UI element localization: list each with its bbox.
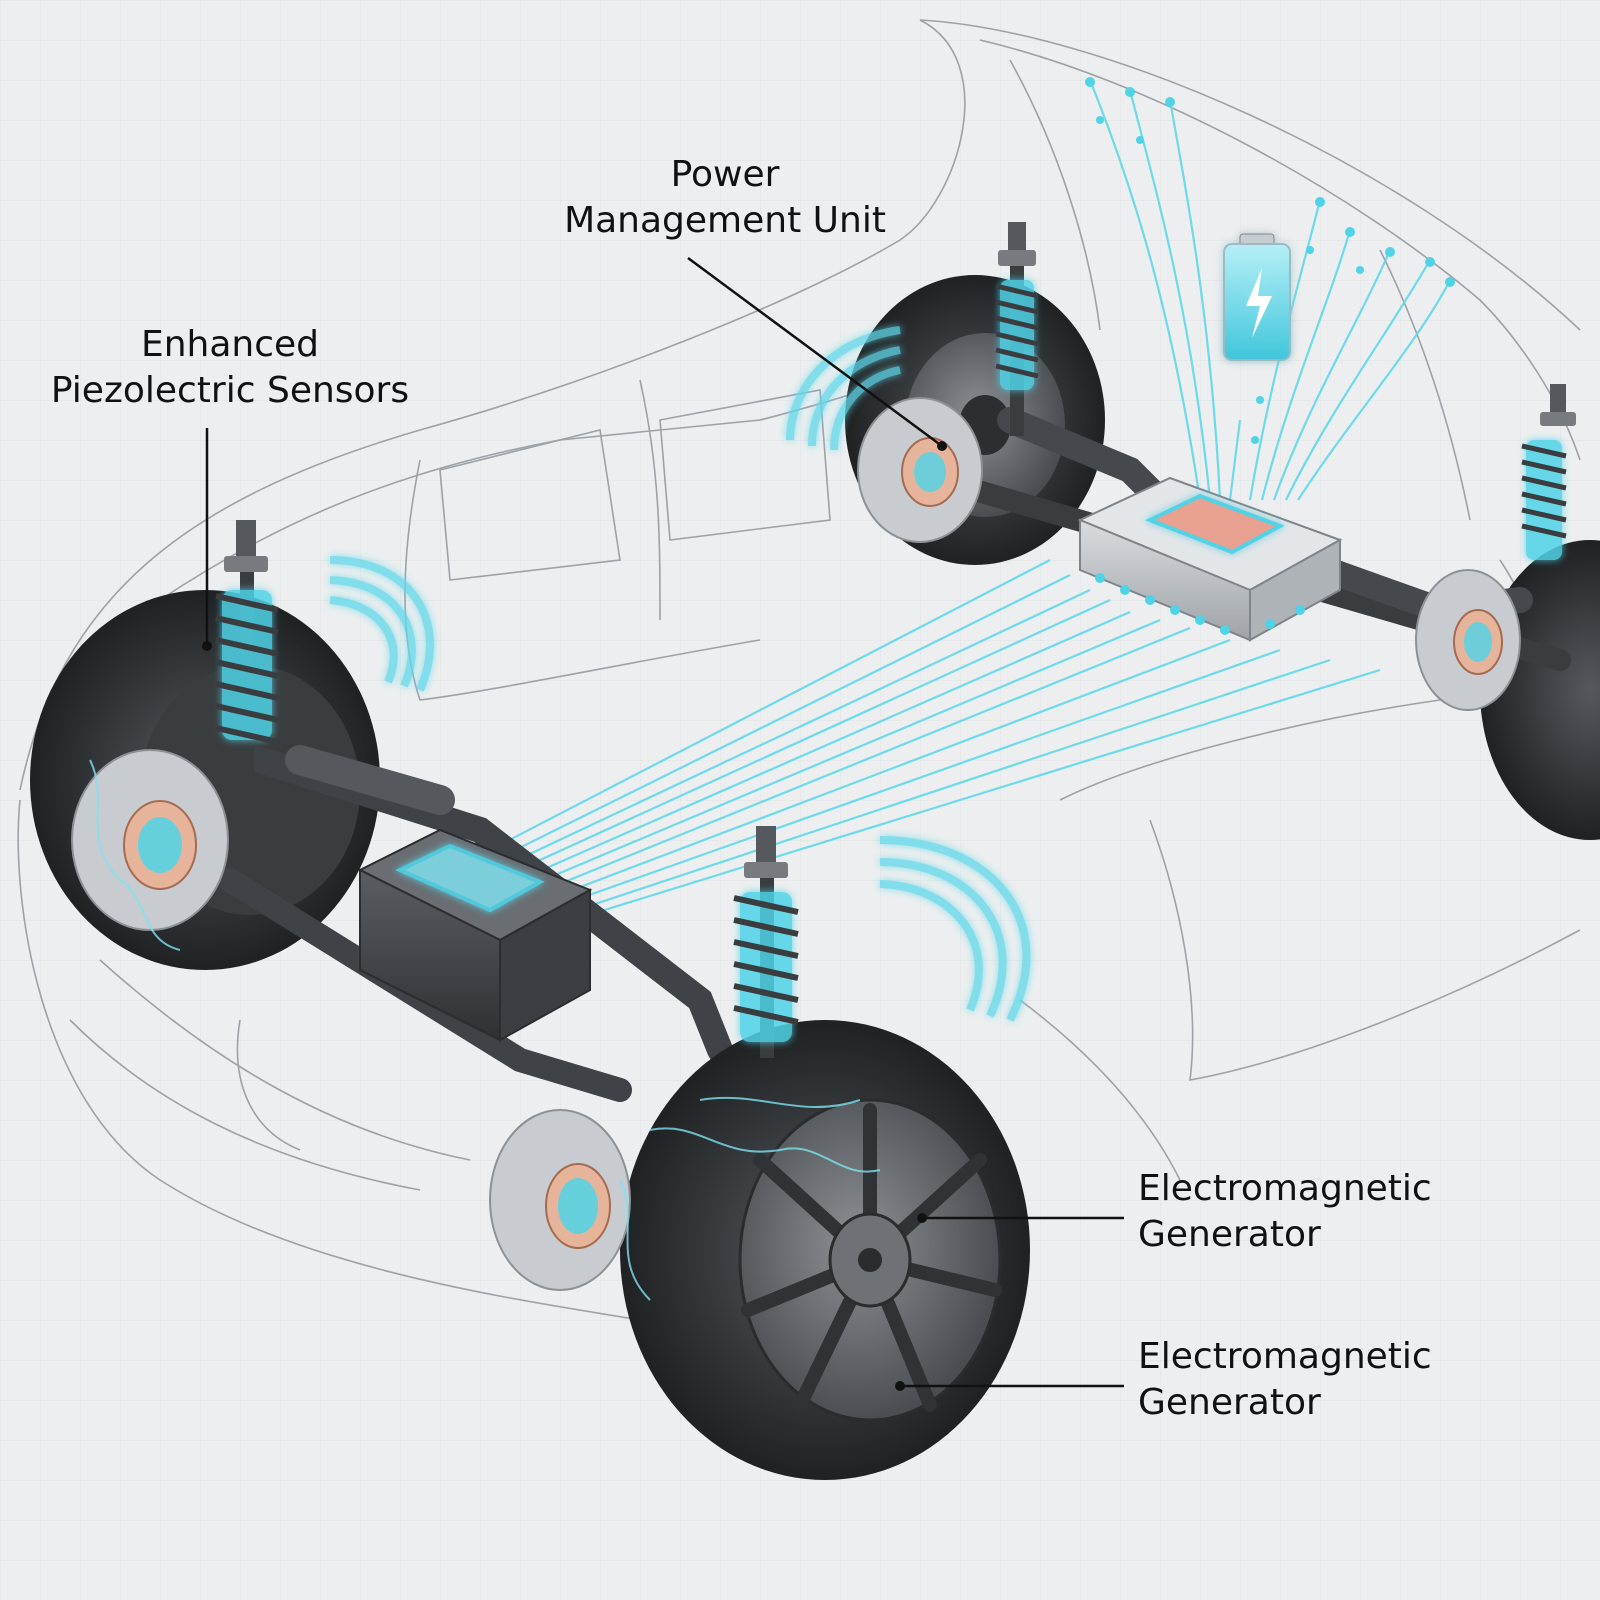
rear-left-hub [857,397,983,543]
rear-axle-assembly [786,222,1600,840]
label-line: Electromagnetic [1138,1168,1432,1209]
energy-transfer-lines [489,559,1381,932]
power-management-unit [1077,476,1343,642]
label-line: Power [670,154,780,195]
power-management-unit-label: Power Management Unit [520,152,930,244]
electromagnetic-generator-label-upper: Electromagnetic Generator [1138,1166,1432,1258]
energy-droplets [1085,77,1455,444]
label-line: Electromagnetic [1138,1336,1432,1377]
rear-left-coilover-spring [995,222,1039,436]
label-line: Generator [1138,1382,1321,1423]
pmu-connector-ports [1095,573,1305,635]
front-right-wheel [620,1020,1030,1480]
rear-right-coilover-spring [1521,384,1576,560]
upward-energy-lines [1088,79,1451,501]
front-right-hub [489,1109,631,1291]
label-line: Enhanced [140,324,320,365]
label-line: Piezolectric Sensors [50,370,410,411]
front-axle-assembly [30,520,1031,1480]
front-left-hub [71,749,229,931]
battery-charging-icon [1223,233,1291,361]
front-control-module [357,828,593,1042]
piezoelectric-sensors-label: Enhanced Piezolectric Sensors [30,322,430,414]
label-line: Generator [1138,1214,1321,1255]
lightning-bolt-icon [1246,268,1272,338]
callout-leader-lines [205,256,1124,1388]
electromagnetic-generator-label-lower: Electromagnetic Generator [1138,1334,1432,1426]
leader-pmu [687,256,943,448]
front-left-coilover-spring [215,520,279,812]
front-right-coilover-spring [733,826,799,1058]
rear-right-hub [1415,569,1521,711]
label-line: Management Unit [564,200,886,241]
car-body-outline [17,19,1581,1321]
front-vibration-waves [329,556,1031,1022]
rear-vibration-waves [786,326,901,451]
callout-leader-dots [202,441,947,1391]
tire-energy-glow [89,759,881,1301]
